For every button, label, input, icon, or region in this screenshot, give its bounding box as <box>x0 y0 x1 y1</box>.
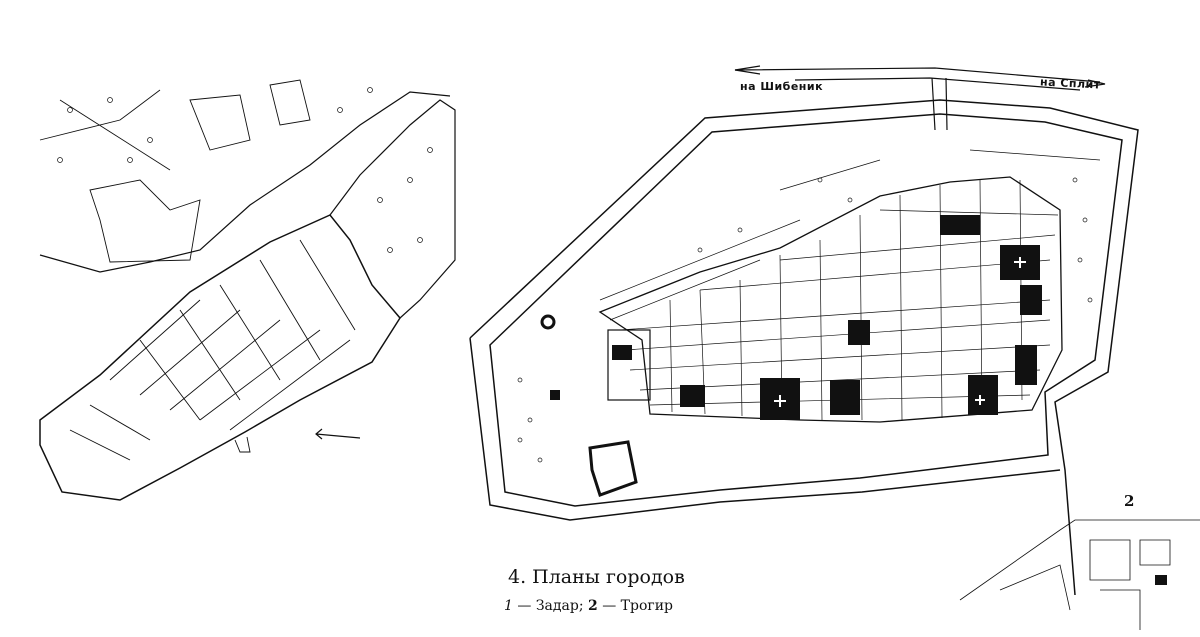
plan-number-trogir: 2 <box>1124 492 1135 510</box>
inner-wall <box>489 113 1123 507</box>
square-plot <box>607 329 651 401</box>
bridge <box>931 77 948 131</box>
zadar-plan <box>39 79 456 501</box>
legend-2-text: — Трогир <box>602 598 674 614</box>
churches-and-monuments <box>550 215 1167 585</box>
road-arrow-left <box>734 65 761 75</box>
figure-legend: 1 — Задар; 2 — Трогир <box>504 598 673 614</box>
zadar-street-blocks <box>69 239 356 461</box>
figure-caption: 4. Планы городов <box>508 566 685 588</box>
legend-2-number: 2 <box>588 598 598 614</box>
legend-1-text: — Задар; <box>517 598 584 614</box>
trogir-plan <box>469 65 1200 630</box>
zadar-mainland-east <box>329 99 456 319</box>
church-crosses <box>774 257 1026 407</box>
tower <box>540 314 556 330</box>
zadar-mainland-blocks <box>39 79 311 263</box>
zadar-peninsula-outline <box>39 214 401 501</box>
town-outline <box>598 176 1063 423</box>
road-to-sibenik-split <box>734 67 1101 91</box>
zadar-trees <box>57 87 433 253</box>
road-label-sibenik: на Шибеник <box>740 80 824 93</box>
legend-1-number: 1 <box>504 598 513 614</box>
trogir-mainland-fragment <box>959 519 1200 630</box>
zadar-mainland-shore <box>39 91 451 273</box>
outer-moat <box>469 99 1139 596</box>
road-arrow-right <box>1084 79 1106 88</box>
garden-trees <box>517 149 1101 463</box>
direction-arrow-icon <box>315 428 361 440</box>
fortress-kamerlengo <box>588 440 638 497</box>
